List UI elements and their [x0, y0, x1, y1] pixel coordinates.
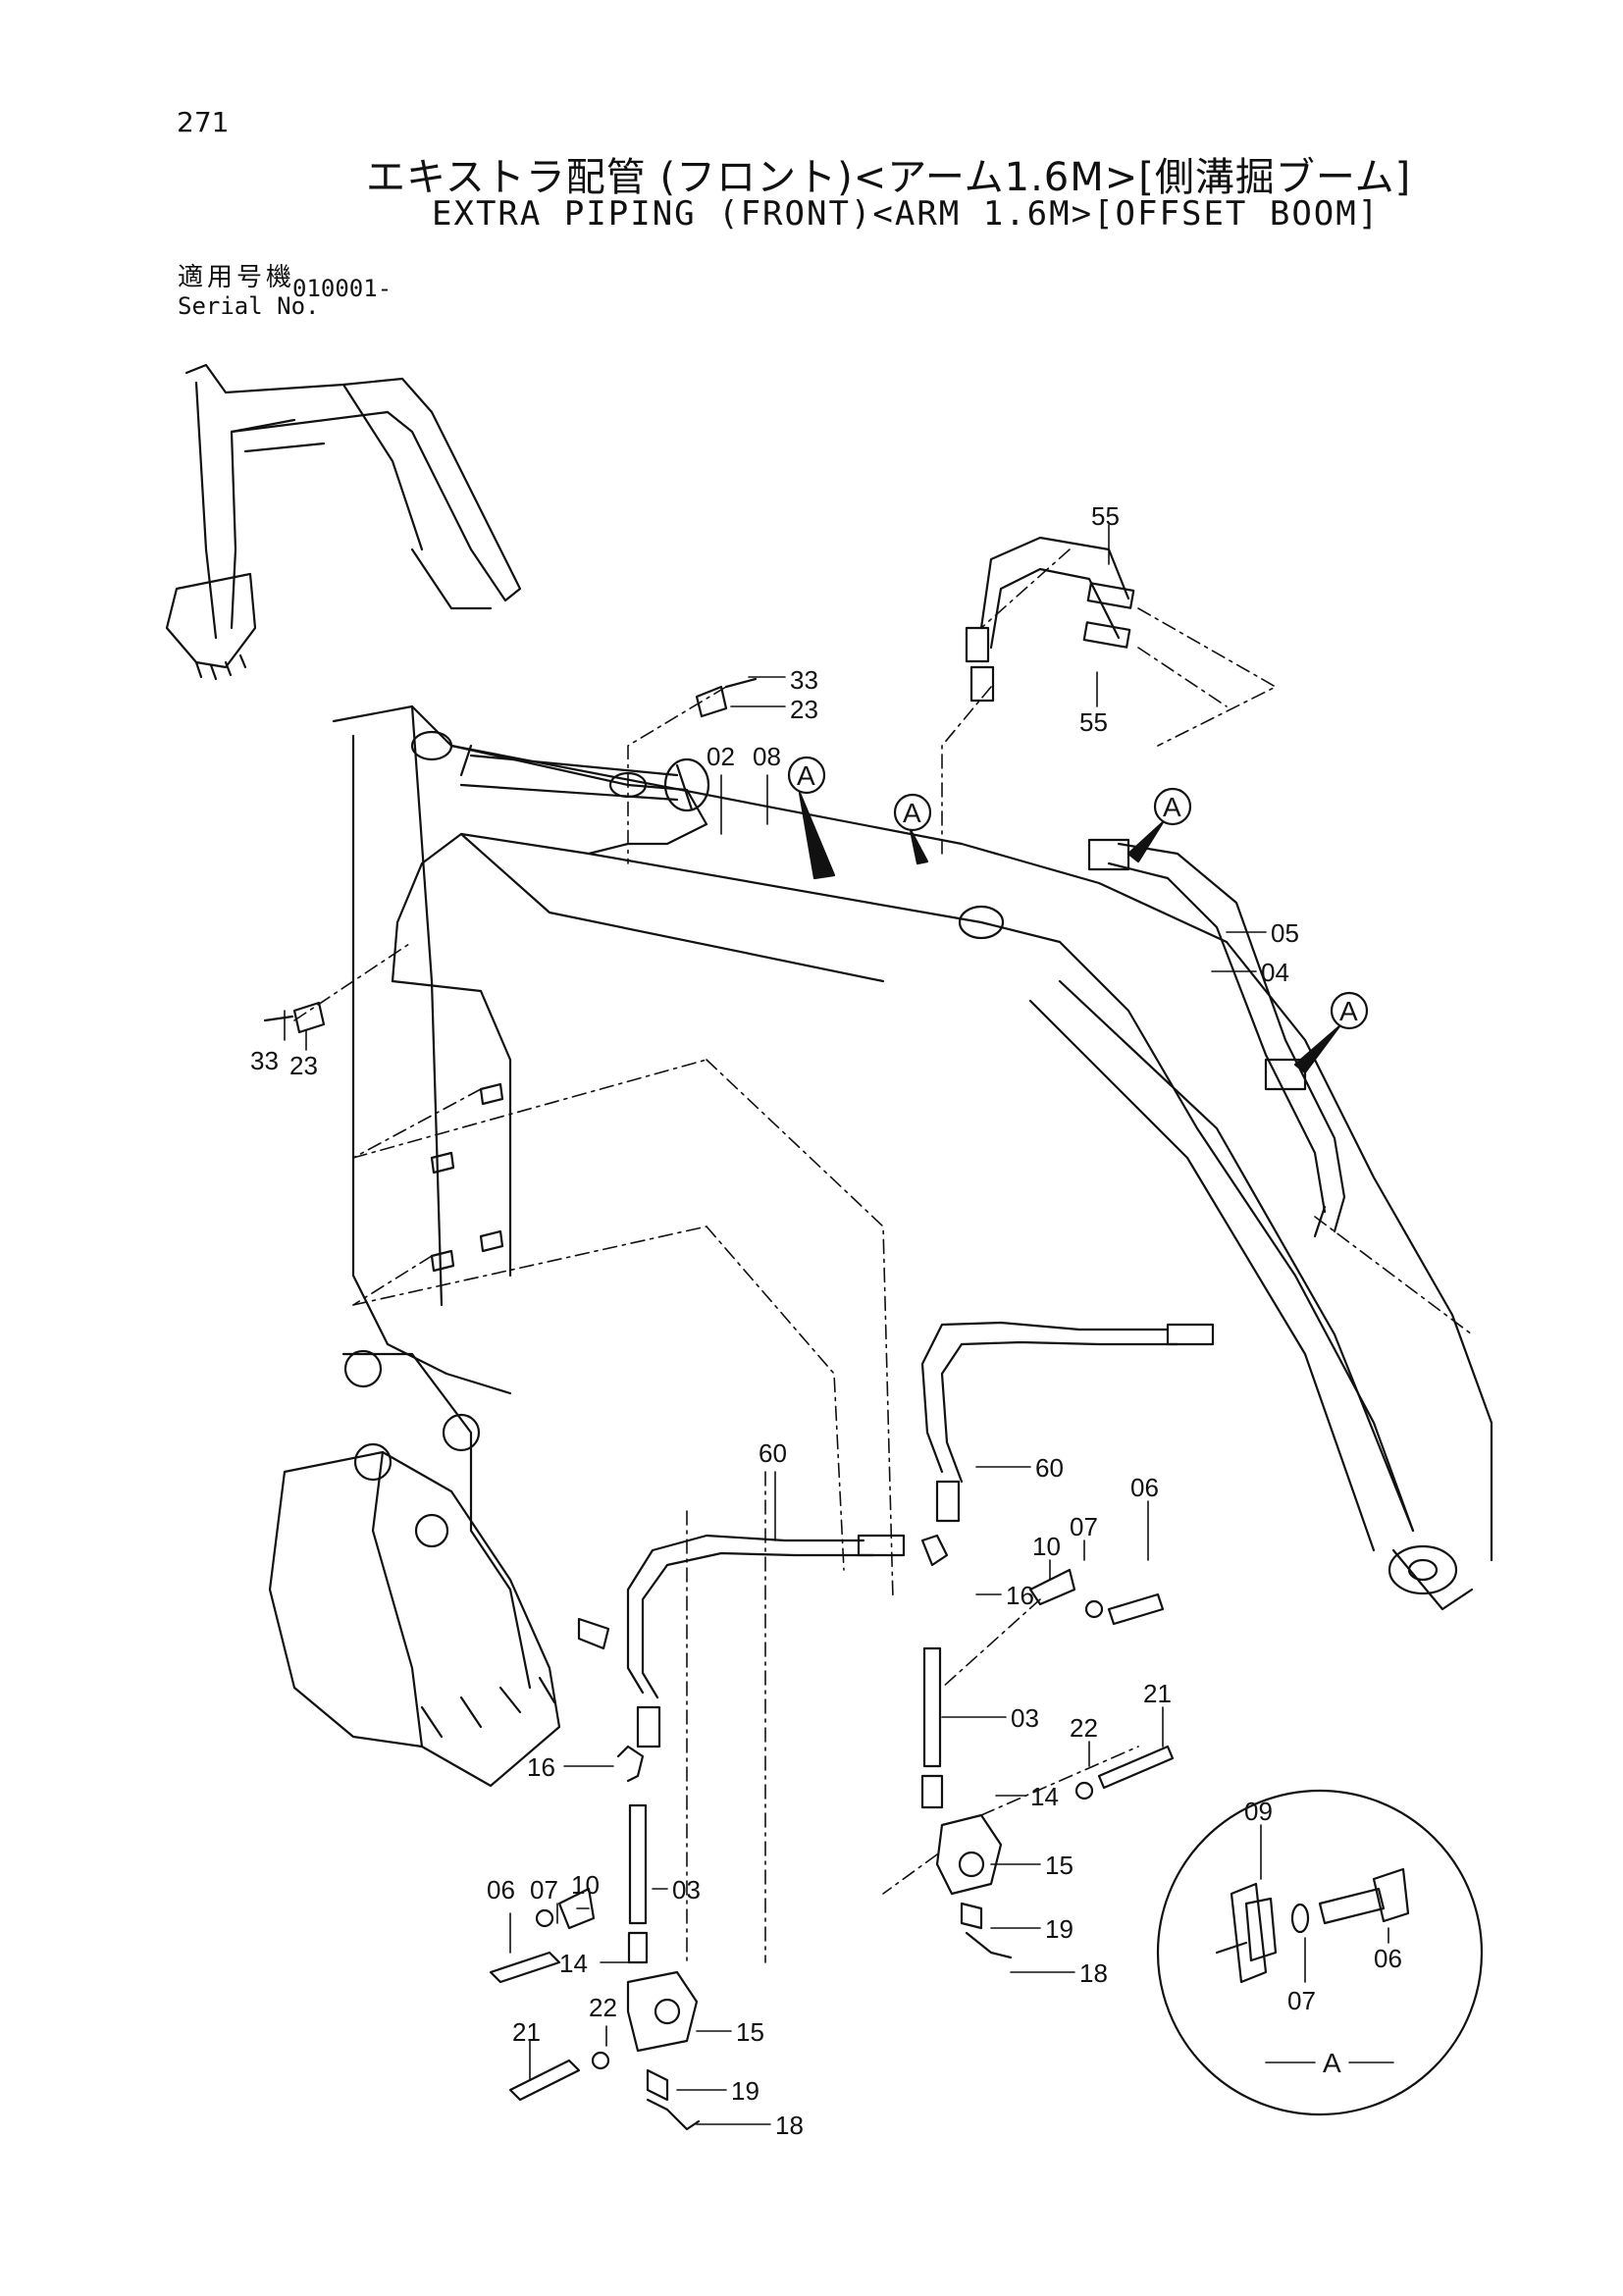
part-label-15-left: 15: [736, 2017, 764, 2047]
part-label-19-left: 19: [731, 2076, 759, 2106]
serial-label-english: Serial No.: [178, 292, 320, 320]
leader-lines: [293, 548, 1473, 1963]
part-label-03-left: 03: [672, 1875, 701, 1905]
part-label-14-right: 14: [1030, 1782, 1059, 1811]
pipes-04-05: [1087, 838, 1346, 1238]
bucket: [268, 1349, 610, 1788]
serial-number-value: 010001-: [292, 275, 393, 302]
part-label-33-left: 33: [250, 1046, 279, 1075]
page-title-japanese: エキストラ配管 (フロント)<アーム1.6M>[側溝掘ブーム]: [366, 155, 1412, 200]
part-label-07-right: 07: [1070, 1512, 1098, 1541]
part-label-02: 02: [707, 742, 735, 771]
part-label-55-bottom: 55: [1079, 707, 1108, 737]
part-label-06-right: 06: [1130, 1473, 1159, 1502]
callout-a-1: A: [797, 760, 815, 791]
part-label-18-left: 18: [775, 2111, 804, 2140]
part-label-16-left: 16: [527, 1752, 555, 1782]
detail-view-caption: A: [1323, 2048, 1341, 2078]
serial-label-japanese: 適用号機: [178, 263, 296, 292]
part-label-16-right: 16: [1006, 1581, 1034, 1610]
part-label-05: 05: [1271, 918, 1299, 948]
part-label-21-right: 21: [1143, 1679, 1172, 1708]
callout-a-3: A: [1163, 792, 1181, 822]
part-label-14-left: 14: [559, 1949, 588, 1978]
hose-55: [965, 536, 1135, 703]
hose-60: [626, 1321, 1215, 1748]
part-label-22-left: 22: [589, 1993, 617, 2022]
part-label-04: 04: [1261, 958, 1289, 987]
callout-a-4: A: [1339, 996, 1358, 1026]
fittings-right: [920, 1534, 1175, 1959]
part-label-08: 08: [753, 742, 781, 771]
callout-circles: [787, 756, 1369, 1074]
part-label-23-top: 23: [790, 695, 818, 724]
part-label-60-right: 60: [1035, 1453, 1064, 1483]
callout-a-2: A: [903, 798, 921, 828]
part-label-23-left: 23: [289, 1051, 318, 1080]
part-label-10-right: 10: [1032, 1532, 1061, 1561]
part-label-22-right: 22: [1070, 1713, 1098, 1743]
callout-leaders: [284, 524, 1394, 2125]
part-label-09-detail: 09: [1244, 1797, 1273, 1826]
detail-view-a: [1156, 1789, 1484, 2116]
part-label-07-left: 07: [530, 1875, 558, 1905]
part-label-15-right: 15: [1045, 1851, 1073, 1880]
part-label-06-left: 06: [487, 1875, 515, 1905]
clamps-23-33: [263, 677, 758, 1273]
page-number: 271: [177, 106, 230, 138]
boom-structure: [332, 704, 1493, 1611]
fittings-left: [489, 1745, 701, 2131]
part-label-06-detail: 06: [1374, 1944, 1402, 1973]
machine-overview-thumbnail: [165, 363, 522, 681]
part-label-19-right: 19: [1045, 1914, 1073, 1944]
page-title-english: EXTRA PIPING (FRONT)<ARM 1.6M>[OFFSET BO…: [432, 194, 1381, 234]
part-label-33-top: 33: [790, 665, 818, 695]
part-label-18-right: 18: [1079, 1958, 1108, 1988]
part-label-55-top: 55: [1091, 501, 1120, 531]
part-label-21-left: 21: [512, 2017, 541, 2047]
part-label-07-detail: 07: [1287, 1986, 1316, 2015]
part-label-10-left: 10: [571, 1870, 600, 1900]
part-label-60-left: 60: [759, 1438, 787, 1468]
part-label-03-right: 03: [1011, 1703, 1039, 1733]
